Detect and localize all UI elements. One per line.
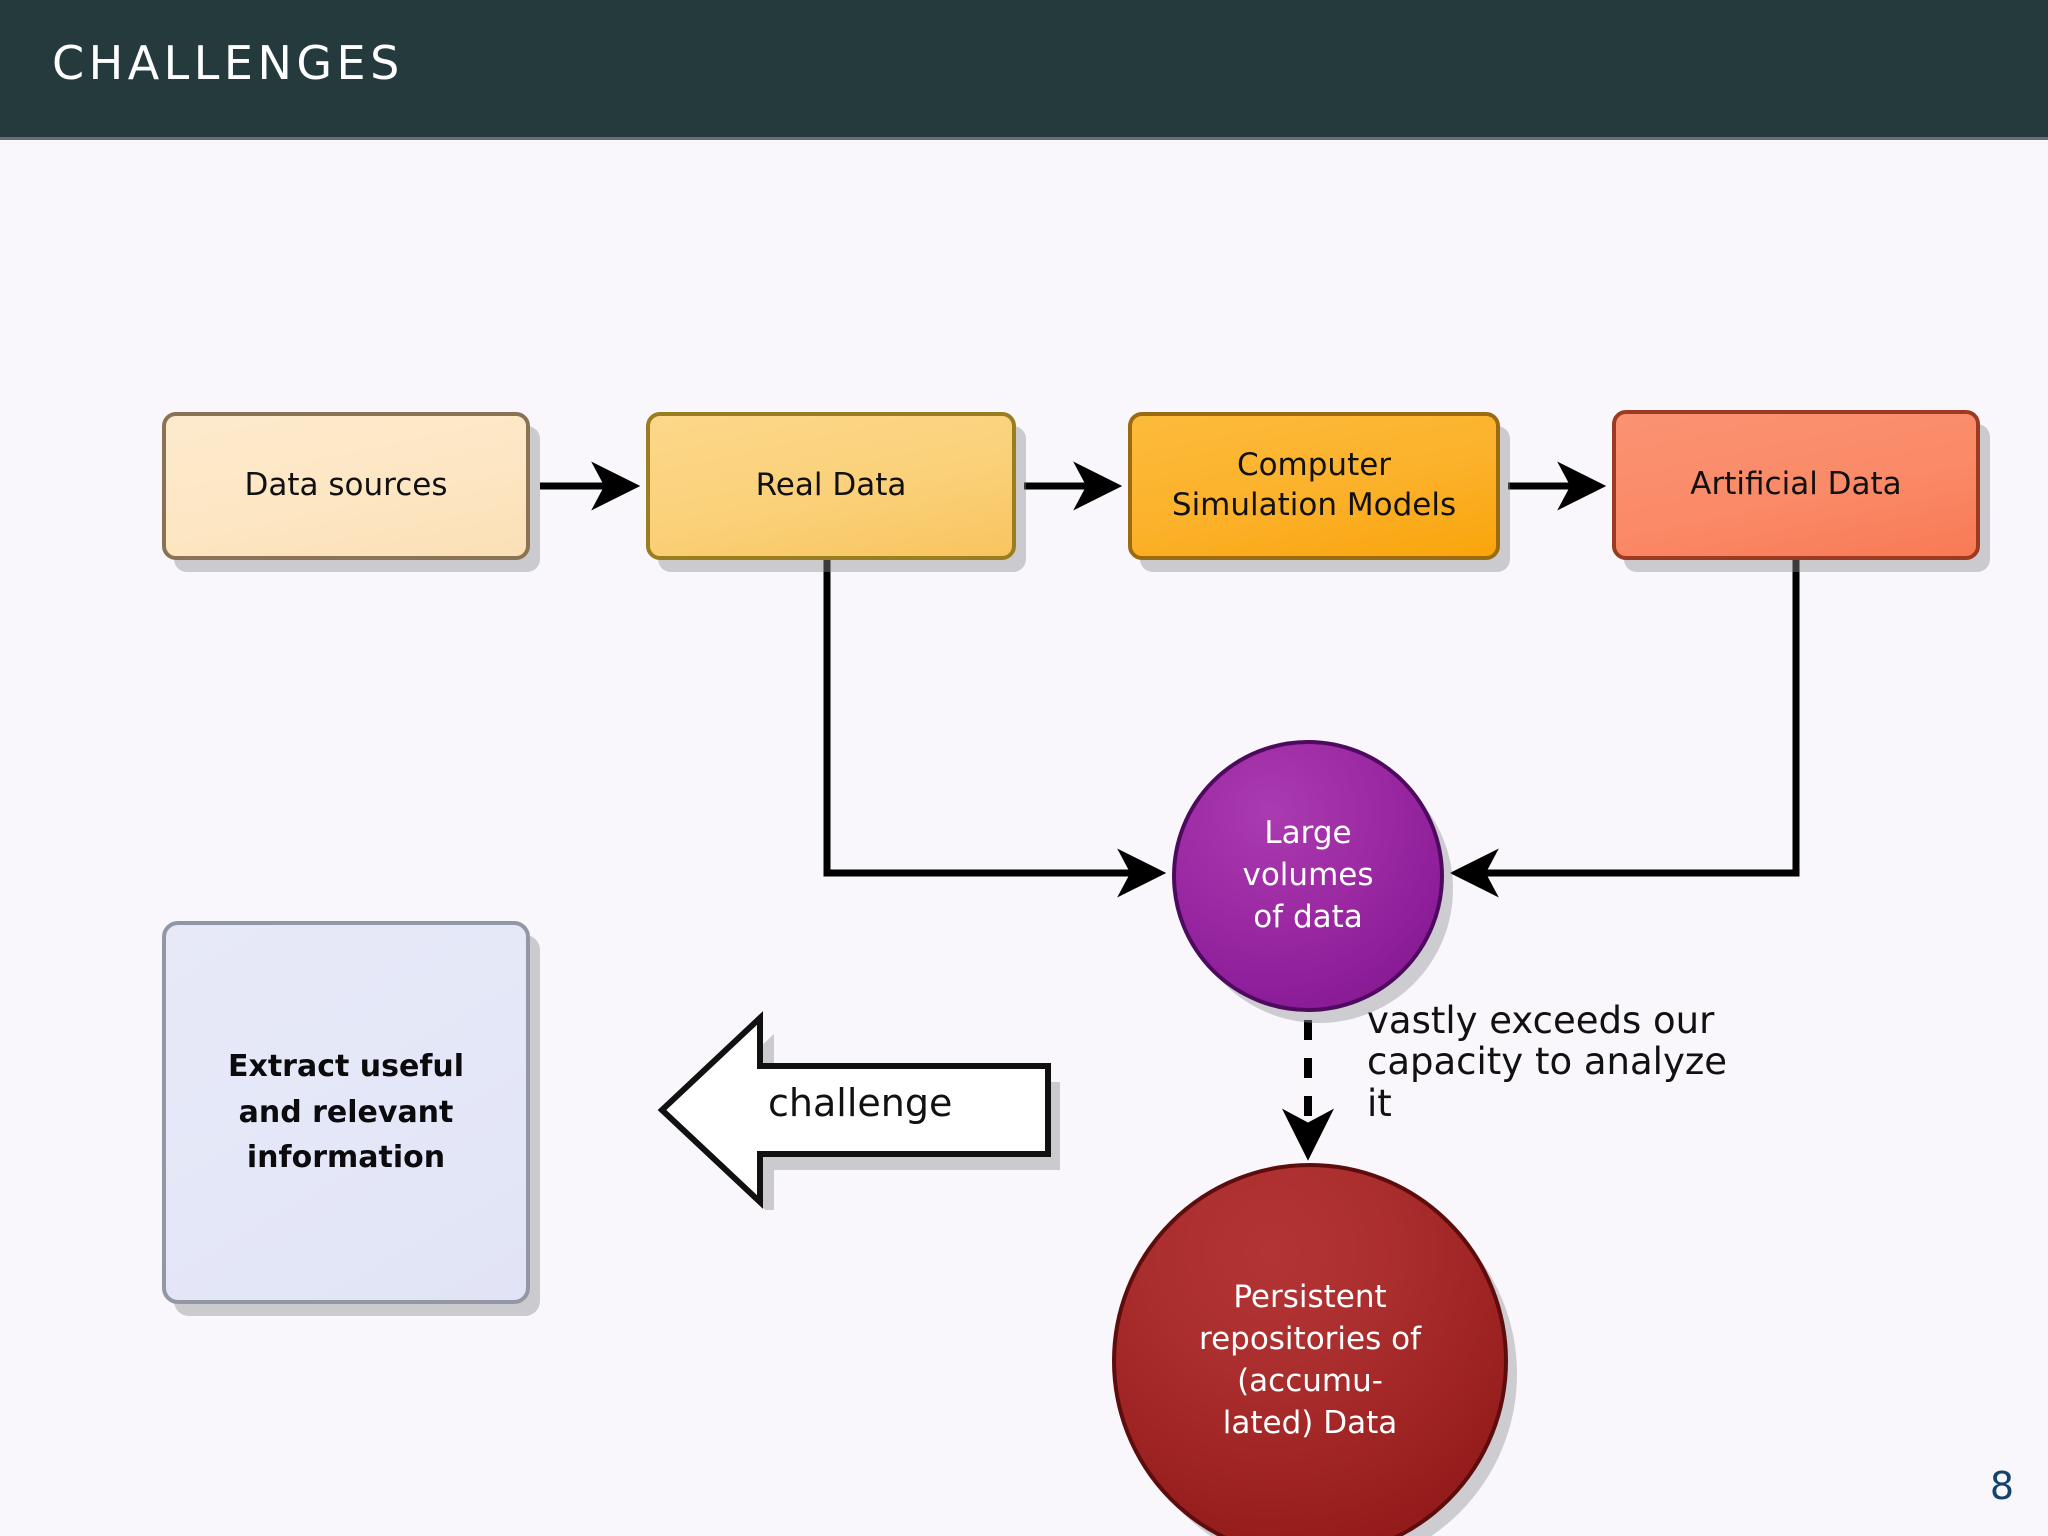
persistent-line-4: lated) Data (1222, 1404, 1398, 1441)
flow-box-simulation-models[interactable]: Computer Simulation Models (1128, 412, 1500, 560)
outcome-box-label: Extract useful and relevant information (228, 1044, 464, 1181)
flow-box-artificial-data[interactable]: Artificial Data (1612, 410, 1980, 560)
annotation-line-1: vastly exceeds our (1367, 999, 1715, 1042)
arrow-real-data-to-large-volumes (823, 560, 1167, 898)
persistent-line-2: repositories of (1199, 1321, 1421, 1358)
slide-title: CHALLENGES (52, 36, 404, 90)
flow-box-real-data[interactable]: Real Data (646, 412, 1016, 560)
flow-box-artificial-data-label: Artificial Data (1690, 466, 1902, 503)
persistent-line-3: (accumu- (1237, 1363, 1383, 1399)
outcome-line-3: information (246, 1140, 446, 1176)
persistent-line-1: Persistent (1233, 1279, 1387, 1316)
sim-models-line-1: Computer (1236, 447, 1392, 484)
flow-box-simulation-models-label: Computer Simulation Models (1162, 446, 1466, 525)
large-volumes-line-2: volumes (1242, 857, 1374, 894)
slide-title-bar: CHALLENGES (0, 0, 2048, 140)
challenge-arrow-body (657, 1011, 1051, 1209)
outcome-line-2: and relevant (238, 1094, 454, 1130)
sim-models-line-2: Simulation Models (1171, 487, 1457, 523)
circle-large-volumes-of-data[interactable]: Large volumes of data (1172, 740, 1444, 1012)
circle-persistent-repositories[interactable]: Persistent repositories of (accumu- late… (1112, 1163, 1508, 1536)
flow-box-real-data-label: Real Data (755, 467, 907, 504)
challenge-arrow-label: challenge (768, 1081, 953, 1125)
annotation-vastly-exceeds: vastly exceeds our capacity to analyze i… (1367, 999, 1837, 1125)
outcome-line-1: Extract useful (227, 1049, 465, 1085)
flow-box-data-sources-label: Data sources (244, 467, 448, 504)
annotation-line-2: capacity to analyze (1367, 1040, 1728, 1084)
page-number: 8 (1989, 1464, 2014, 1508)
circle-persistent-label: Persistent repositories of (accumu- late… (1199, 1277, 1421, 1444)
challenge-block-arrow[interactable] (648, 1000, 1060, 1210)
large-volumes-line-3: of data (1253, 898, 1363, 935)
annotation-line-3: it (1367, 1081, 1392, 1125)
large-volumes-line-1: Large (1264, 815, 1352, 852)
outcome-box-extract-information[interactable]: Extract useful and relevant information (162, 921, 530, 1304)
arrow-artificial-data-to-large-volumes (1449, 560, 1800, 898)
flow-box-data-sources[interactable]: Data sources (162, 412, 530, 560)
circle-large-volumes-label: Large volumes of data (1243, 813, 1374, 939)
